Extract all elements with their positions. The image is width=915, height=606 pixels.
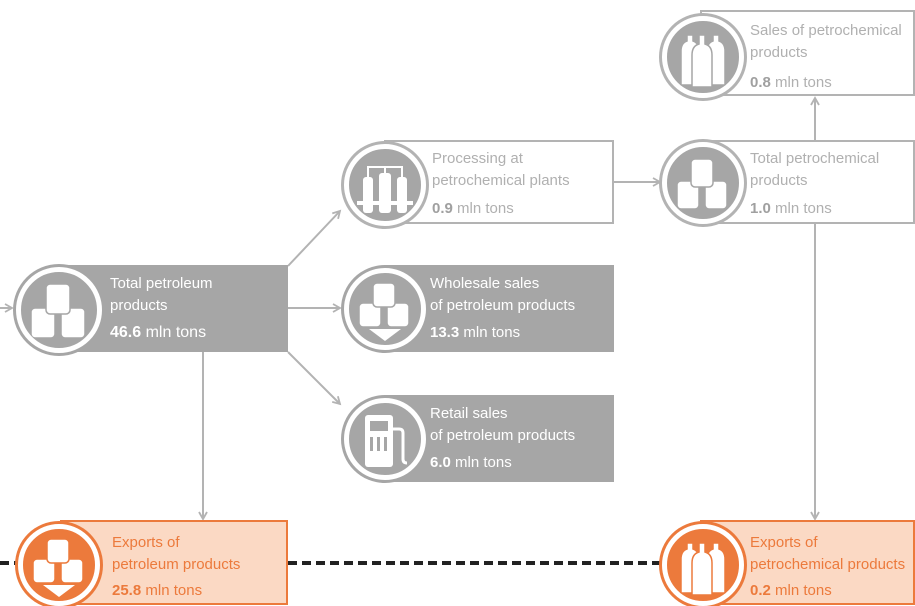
node-unit: mln tons [455, 454, 512, 471]
node-unit: mln tons [145, 324, 207, 341]
node-title: Processing at [432, 150, 523, 167]
node-title: Total petrochemical [750, 150, 880, 167]
node-value: 1.0 [750, 200, 771, 217]
bottles-export-icon [662, 524, 744, 606]
node-subtitle: of petroleum products [430, 427, 576, 444]
node-subtitle: petrochemical plants [432, 172, 570, 189]
node-value: 13.3 [430, 324, 460, 341]
barrels-down-icon [344, 268, 426, 350]
node-unit: mln tons [775, 582, 832, 599]
node-value: 25.8 [112, 582, 142, 599]
node-value: 0.2 [750, 582, 771, 599]
node-unit: mln tons [145, 582, 203, 599]
node-unit: mln tons [457, 200, 514, 217]
node-title: Wholesale sales [430, 275, 540, 292]
node-unit: mln tons [463, 324, 521, 341]
node-title: Exports of [750, 534, 818, 551]
node-subtitle: of petroleum products [430, 297, 576, 314]
node-value: 0.8 [750, 74, 771, 91]
node-subtitle: products [110, 297, 168, 314]
node-title: Retail sales [430, 405, 508, 422]
node-title: Total petroleum [110, 275, 213, 292]
arrow-to-retail [287, 351, 342, 406]
node-retail: Retail sales of petroleum products 6.0 m… [384, 395, 614, 482]
node-subtitle: petroleum products [112, 556, 241, 573]
node-title: Exports of [112, 534, 180, 551]
node-title: Sales of petrochemical [750, 22, 902, 39]
node-value: 46.6 [110, 324, 142, 341]
barrels-export-icon [18, 524, 100, 606]
node-subtitle: products [750, 44, 808, 61]
node-subtitle: products [750, 172, 808, 189]
node-value: 6.0 [430, 454, 451, 471]
arrow-to-processing [287, 209, 342, 267]
barrels-icon [662, 142, 744, 224]
bottles-icon [662, 16, 744, 98]
node-unit: mln tons [775, 74, 832, 91]
node-subtitle: petrochemical products [750, 556, 906, 573]
fuel-pump-icon [344, 398, 426, 480]
node-value: 0.9 [432, 200, 453, 217]
refinery-icon [344, 144, 426, 226]
barrels-icon [16, 267, 102, 353]
node-unit: mln tons [775, 200, 832, 217]
